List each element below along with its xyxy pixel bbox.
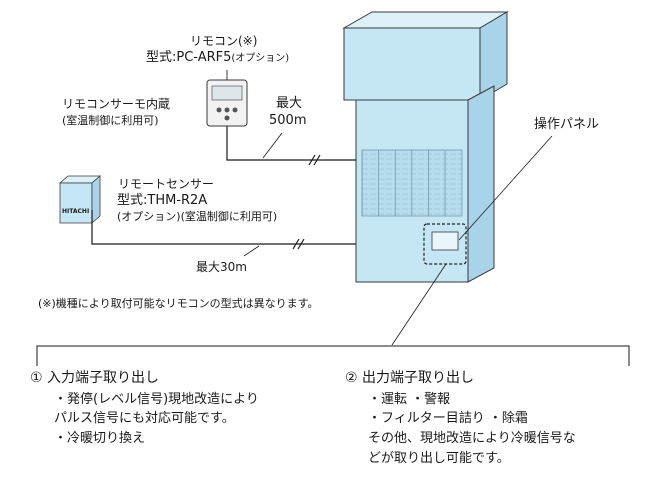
- remote-thermo-line2: (室温制御に利用可): [62, 114, 159, 127]
- section2-line-4: どが取り出し可能です。: [368, 451, 510, 466]
- sections-bracket: [36, 345, 630, 366]
- unit-top-front: [343, 27, 481, 101]
- wire-sensor: [91, 210, 356, 257]
- section1-line-2: パルス信号にも対応可能です。: [54, 411, 235, 426]
- remote-model-suffix: (オプション): [231, 53, 290, 64]
- wire-remote: [226, 126, 356, 166]
- footnote: (※)機種により取付可能なリモコンの型式は異なります。: [38, 297, 319, 310]
- remote-max-label: 最大: [276, 96, 303, 111]
- section2-title: 出力端子取り出し: [362, 370, 475, 386]
- section1-title: 入力端子取り出し: [47, 370, 160, 386]
- panel-label: 操作パネル: [534, 117, 600, 132]
- section2-line-2: ・フィルター目詰り ・除霜: [368, 411, 528, 426]
- remote-controller: [206, 70, 248, 127]
- section2-number: ②: [345, 370, 358, 386]
- section1-number: ①: [30, 370, 43, 386]
- sensor-brand: HITACHI: [62, 208, 90, 215]
- panel-leader: [458, 135, 553, 241]
- sensor-note: (オプション)(室温制御に利用可): [117, 210, 278, 223]
- section2-line-1: ・運転 ・警報: [368, 392, 451, 407]
- remote-title: リモコン(※): [190, 34, 258, 48]
- remote-model: 型式:PC-ARF5(オプション): [146, 50, 289, 66]
- control-panel-highlight: [423, 223, 467, 265]
- control-panel: [431, 231, 459, 251]
- unit-top-face: [342, 11, 509, 29]
- unit-top-side: [479, 11, 508, 101]
- bracket-leader: [391, 263, 447, 346]
- indoor-unit: [342, 11, 509, 283]
- sensor-max-value: 最大30m: [196, 260, 247, 274]
- section2-heading: ② 出力端子取り出し: [345, 370, 474, 387]
- section2-line-3: その他、現地改造により冷暖信号な: [368, 431, 576, 446]
- unit-body-side: [467, 85, 495, 283]
- section1-line-1: ・発停(レベル信号)現地改造により: [54, 392, 259, 407]
- section1-line-3: ・冷暖切り換え: [54, 431, 146, 446]
- grille-lines: [361, 150, 462, 216]
- sensor-title: リモートセンサー: [118, 177, 215, 191]
- section1-heading: ① 入力端子取り出し: [30, 370, 159, 387]
- remote-thermo-line1: リモコンサーモ内蔵: [62, 97, 171, 111]
- sensor-model: 型式:THM-R2A: [117, 193, 208, 208]
- remote-max-value: 500m: [269, 113, 307, 128]
- remote-model-prefix: 型式:PC-ARF5: [146, 50, 232, 65]
- remote-sensor: [58, 175, 102, 224]
